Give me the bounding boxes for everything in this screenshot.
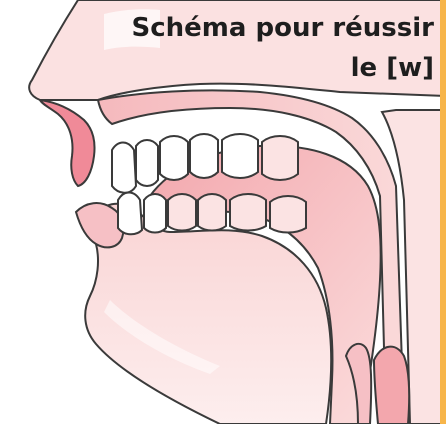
lower-incisor	[118, 193, 142, 235]
upper-molar-1	[222, 134, 258, 178]
lower-canine	[144, 194, 166, 233]
upper-molar-2	[262, 136, 298, 180]
upper-lip	[40, 100, 95, 186]
lower-teeth	[118, 193, 306, 235]
upper-premolar-2	[190, 134, 218, 178]
lower-premolar-1	[168, 194, 196, 231]
upper-canine	[136, 140, 158, 186]
upper-incisor	[112, 143, 136, 193]
lower-molar-2	[270, 196, 306, 233]
accent-border	[440, 0, 446, 424]
lower-molar-1	[230, 194, 266, 231]
larynx	[374, 347, 409, 424]
lower-premolar-2	[198, 194, 226, 231]
upper-premolar-1	[160, 136, 188, 180]
page-title: Schéma pour réussir le [w]	[104, 8, 434, 88]
